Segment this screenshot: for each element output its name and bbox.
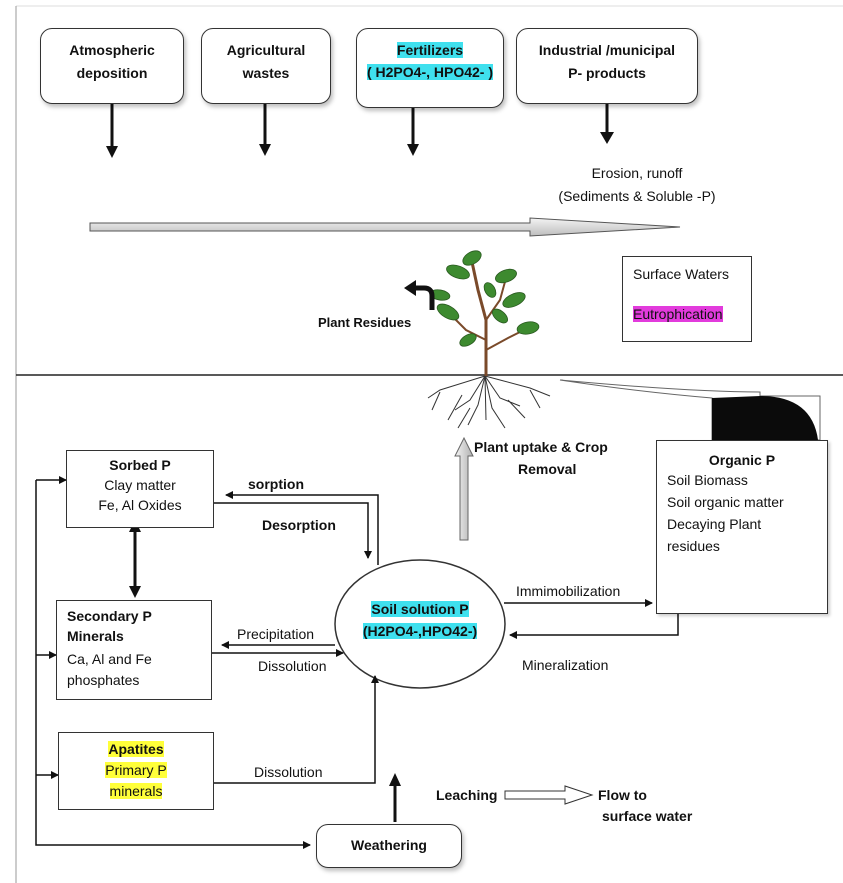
plant-illustration [427,250,551,429]
secondary-p-title2: Minerals [67,628,124,644]
industrial-line2: P- products [568,65,646,81]
weathering-up-arrow [389,773,401,822]
organic-p-box: Organic P Soil Biomass Soil organic matt… [656,440,828,614]
plant-residues-arrow [414,285,435,310]
fertilizers-box: Fertilizers ( H2PO4-, HPO42- ) [356,28,504,108]
fertilizers-title: Fertilizers [396,42,464,58]
sorbed-p-line1: Clay matter [104,477,176,493]
plant-uptake-line1: Plant uptake & Crop [474,439,608,455]
secondary-p-line1: Ca, Al and Fe [67,651,152,667]
sorption-desorption-arrows [214,491,379,565]
agricultural-line1: Agricultural [226,42,306,58]
apatites-line1: Primary P [105,762,167,778]
flow-line2: surface water [602,808,693,824]
apatites-dissolution-arrow [214,675,379,784]
fertilizers-formula: ( H2PO4-, HPO42- ) [366,64,494,80]
dissolution-label-1: Dissolution [258,658,327,674]
erosion-label: Erosion, runoff [591,165,683,181]
atmospheric-deposition-box: Atmospheric deposition [40,28,184,104]
secondary-p-line2: phosphates [67,672,140,688]
erosion-arrow [89,217,681,237]
organic-p-title: Organic P [708,452,776,468]
agricultural-line2: wastes [242,65,290,81]
surface-waters-title: Surface Waters [633,266,729,282]
apatites-box: Apatites Primary P minerals [58,732,214,810]
leaching-arrow [504,785,594,805]
organic-p-line4: residues [667,538,720,554]
precipitation-dissolution-arrows [212,641,344,657]
apatites-line2: minerals [109,783,163,799]
sorbed-p-box: Sorbed P Clay matter Fe, Al Oxides [66,450,214,528]
weathering-box: Weathering [316,824,462,868]
source-down-arrows [106,104,614,158]
mineralization-label: Mineralization [522,657,609,673]
organic-p-line2: Soil organic matter [667,494,784,510]
organic-p-line1: Soil Biomass [667,472,748,488]
plant-uptake-arrow [454,436,474,541]
leaching-label: Leaching [436,787,498,803]
eutrophication-label: Eutrophication [633,306,723,322]
soil-solution-title: Soil solution P [371,601,469,617]
sorbed-secondary-arrow [129,520,141,598]
sorbed-p-line2: Fe, Al Oxides [98,497,182,513]
precipitation-label: Precipitation [237,626,315,642]
industrial-products-box: Industrial /municipal P- products [516,28,698,104]
apatites-title: Apatites [108,741,164,757]
flow-line1: Flow to [598,787,647,803]
dissolution-label-2: Dissolution [254,764,323,780]
atmospheric-line1: Atmospheric [69,42,155,58]
secondary-p-box: Secondary P Minerals Ca, Al and Fe phosp… [56,600,212,700]
immobilization-label: Immimobilization [516,583,621,599]
erosion-sublabel: (Sediments & Soluble -P) [558,188,716,204]
desorption-label: Desorption [262,517,336,533]
atmospheric-line2: deposition [76,65,148,81]
agricultural-wastes-box: Agricultural wastes [201,28,331,104]
organic-p-line3: Decaying Plant [667,516,762,532]
secondary-p-title1: Secondary P [67,608,152,624]
plant-uptake-line2: Removal [518,461,577,477]
immobilization-mineralization-arrows [504,599,679,639]
industrial-line1: Industrial /municipal [538,42,676,58]
sorbed-p-title: Sorbed P [109,457,171,473]
plant-residues-label: Plant Residues [318,315,412,330]
weathering-label: Weathering [351,837,427,853]
weathering-feedback-lines [35,476,311,849]
soil-solution-formula: (H2PO4-,HPO42-) [362,623,478,639]
sorption-label: sorption [248,476,304,492]
surface-waters-box: Surface Waters Eutrophication [622,256,752,342]
runoff-wedge [712,396,818,440]
